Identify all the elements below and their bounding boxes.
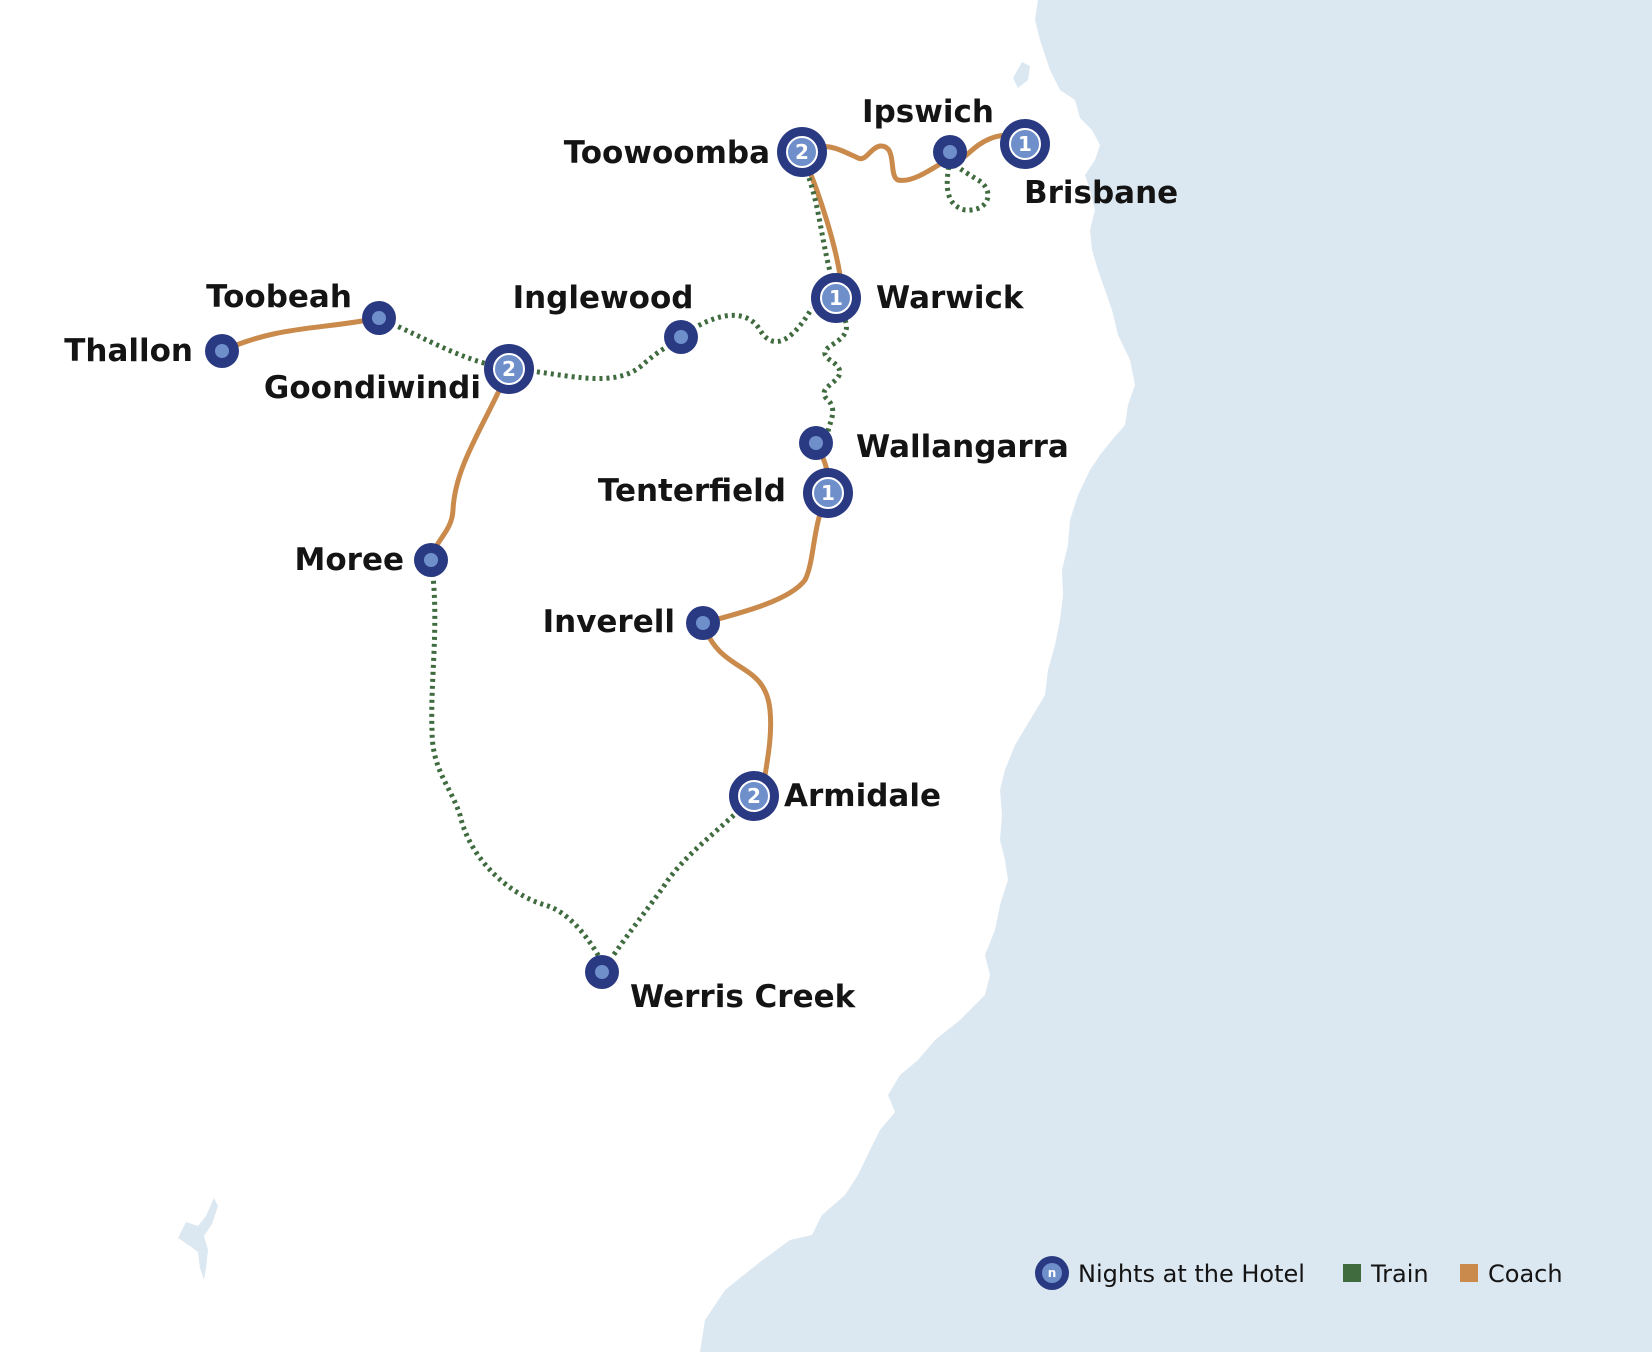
stop-label: Werris Creek [630,979,857,1015]
coach-route-segment [219,315,382,354]
coach-route-segment [700,490,831,626]
stop-wallangarra[interactable]: Wallangarra [799,426,1069,465]
legend-nights-label: Nights at the Hotel [1078,1260,1305,1288]
stop-inglewood[interactable]: Inglewood [513,280,698,354]
nights-badge: 2 [747,784,761,808]
nights-badge: 2 [502,357,516,381]
stop-armidale[interactable]: 2 Armidale [729,771,941,821]
stop-label: Tenterfield [598,473,786,509]
stop-label: Moree [295,542,404,578]
stop-label: Armidale [784,778,941,814]
train-route-segment [679,306,815,345]
stop-label: Toowoomba [564,135,770,171]
legend: n Nights at the Hotel Train Coach [1035,1256,1563,1290]
nights-badge: 1 [1018,132,1032,156]
legend-nights-symbol: n [1048,1266,1057,1280]
stop-label: Brisbane [1024,175,1178,211]
legend-train-swatch [1343,1264,1361,1282]
stop-ipswich[interactable]: Ipswich [862,94,994,169]
train-route-segment [821,319,849,439]
stop-marker-inner [493,353,525,385]
stop-toobeah[interactable]: Toobeah [206,279,396,335]
stop-label: Thallon [64,333,193,369]
stop-label: Warwick [876,280,1025,316]
stop-marker-inner [820,282,852,314]
stop-warwick[interactable]: 1 Warwick [811,273,1025,323]
stop-label: Ipswich [862,94,994,130]
train-route-segment [428,559,605,964]
sea-area [700,0,1652,1352]
nights-badge: 2 [795,140,809,164]
stop-marker-inner [812,477,844,509]
legend-train-label: Train [1370,1260,1429,1288]
legend-nights-icon-inner [1042,1263,1062,1283]
stop-toowoomba[interactable]: 2 Toowoomba [564,127,827,177]
stop-marker-inner [372,311,386,325]
stop-inverell[interactable]: Inverell [543,604,720,640]
stop-marker-inner [943,145,957,159]
stop-tenterfield[interactable]: 1 Tenterfield [598,468,853,518]
stop-marker-inner [674,330,688,344]
stop-marker-inner [696,616,710,630]
nights-badge: 1 [821,481,835,505]
lake [178,1198,218,1280]
stop-marker-inner [1009,128,1041,160]
legend-coach-swatch [1460,1264,1478,1282]
stop-label: Inglewood [513,280,694,316]
coach-route-segment [700,620,774,799]
coach-route-segment [799,143,953,183]
stop-marker-inner [786,136,818,168]
stop-moree[interactable]: Moree [295,542,448,578]
train-route-segment [508,335,683,381]
coach-route-segment [428,366,512,563]
stop-label: Toobeah [206,279,352,315]
legend-coach-label: Coach [1488,1260,1563,1288]
stop-marker-inner [738,780,770,812]
coach-routes [219,132,1028,799]
stop-marker-inner [595,965,609,979]
stop-werris-creek[interactable]: Werris Creek [585,955,857,1015]
nights-badge: 1 [829,286,843,310]
stop-label: Inverell [543,604,675,640]
train-route-segment [378,315,510,372]
train-route-segment [599,794,756,974]
stop-thallon[interactable]: Thallon [64,333,239,369]
stop-marker-inner [215,344,229,358]
stop-label: Goondiwindi [264,370,481,406]
stop-marker-inner [809,436,823,450]
stop-marker-inner [424,553,438,567]
island [1013,62,1030,88]
stop-label: Wallangarra [856,429,1069,465]
